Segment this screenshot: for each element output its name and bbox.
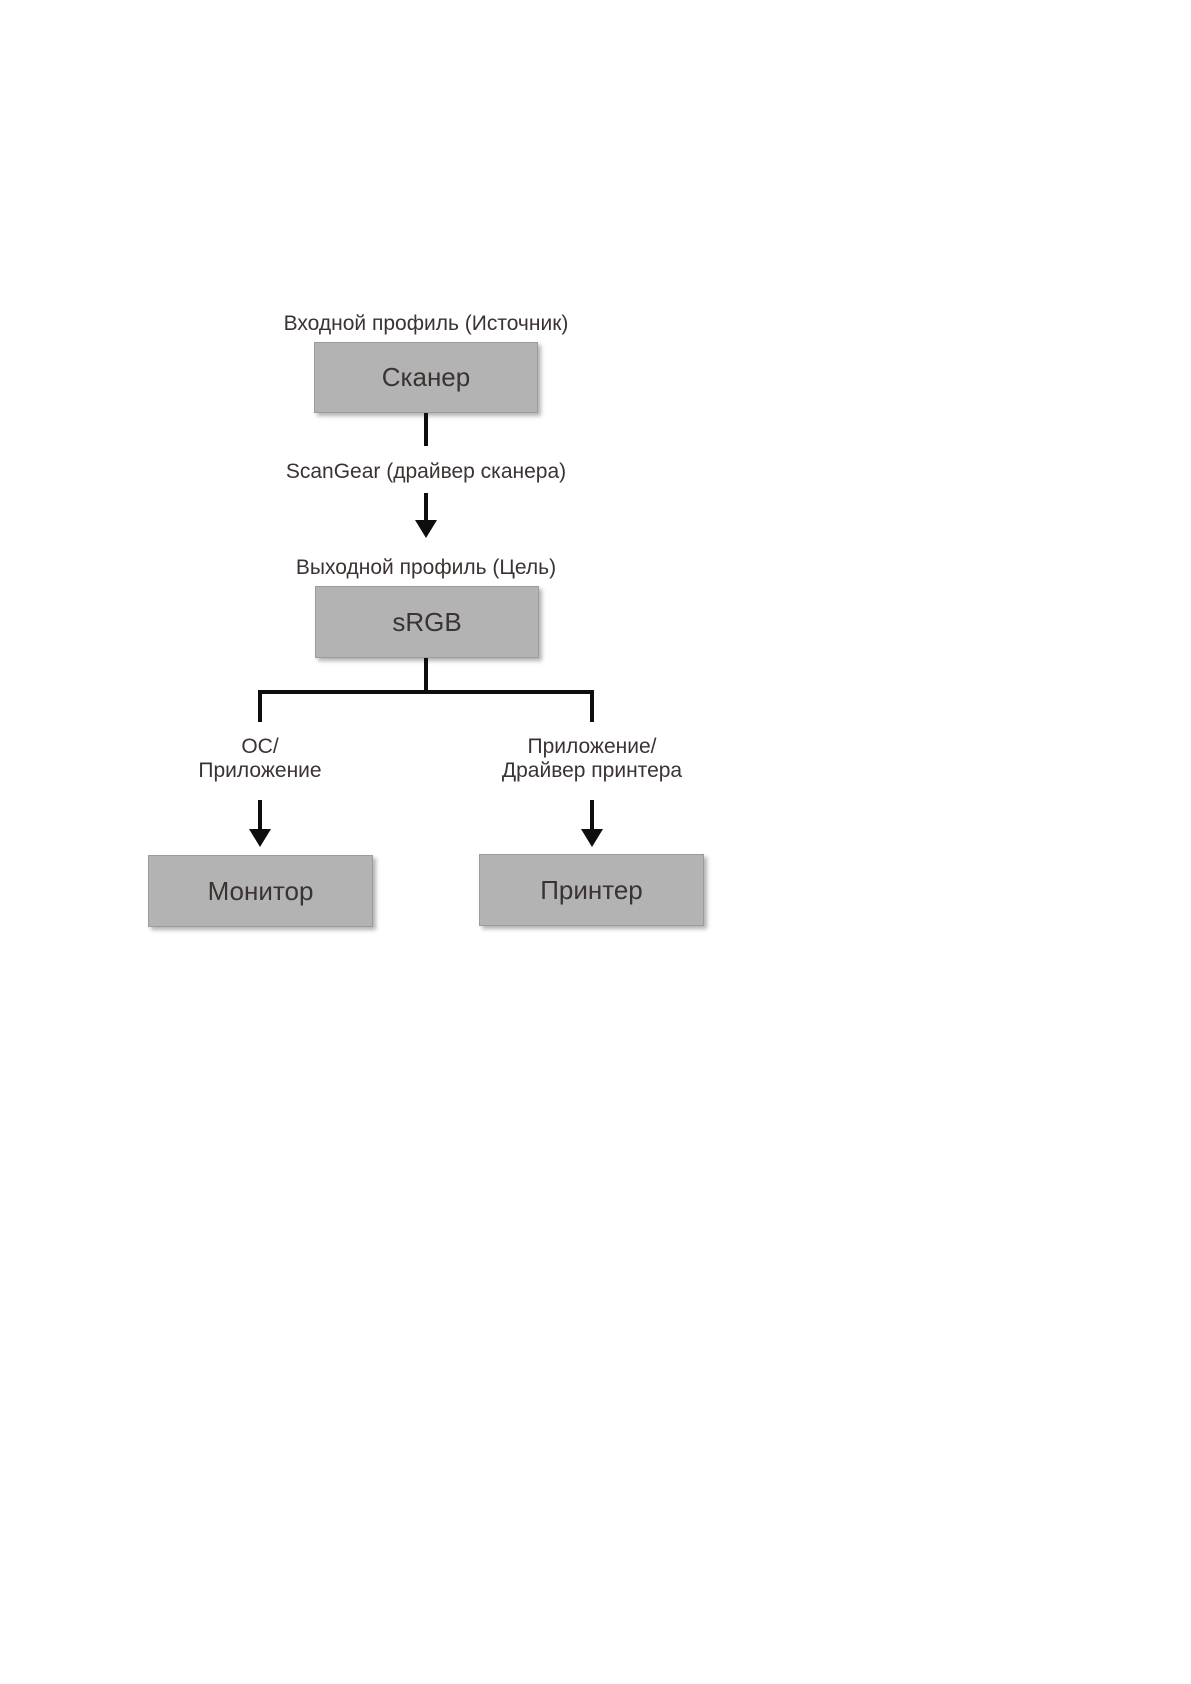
arrow-scangear-shaft — [424, 493, 428, 521]
scanner-node-label: Сканер — [381, 362, 471, 392]
arrow-down-icon — [249, 829, 271, 847]
application-printer-driver-label: Приложение/ Драйвер принтера — [502, 735, 682, 783]
application-printer-driver-label-line2: Драйвер принтера — [501, 759, 683, 782]
arrow-monitor-shaft — [258, 800, 262, 830]
connector-branch-right-stub — [590, 690, 594, 722]
connector-branch-bar — [258, 690, 594, 694]
arrow-printer-shaft — [590, 800, 594, 830]
monitor-node-label: Монитор — [207, 875, 314, 906]
output-profile-label: Выходной профиль (Цель) — [295, 556, 557, 579]
input-profile-label: Входной профиль (Источник) — [283, 312, 569, 335]
scanner-node: Сканер — [314, 342, 538, 413]
arrow-down-icon — [415, 520, 437, 538]
connector-branch-left-stub — [258, 690, 262, 722]
arrow-down-icon — [581, 829, 603, 847]
os-application-label: ОС/ Приложение — [198, 735, 321, 783]
scangear-label: ScanGear (драйвер сканера) — [285, 460, 567, 483]
printer-node: Принтер — [479, 854, 704, 926]
os-application-label-line2: Приложение — [198, 759, 322, 782]
connector-scanner-to-scangear — [424, 413, 428, 446]
connector-srgb-stem — [424, 658, 428, 692]
srgb-node: sRGB — [315, 586, 539, 658]
printer-node-label: Принтер — [540, 874, 643, 905]
os-application-label-line1: ОС/ — [241, 735, 279, 758]
srgb-node-label: sRGB — [392, 606, 462, 637]
application-printer-driver-label-line1: Приложение/ — [527, 735, 657, 758]
monitor-node: Монитор — [148, 855, 373, 927]
